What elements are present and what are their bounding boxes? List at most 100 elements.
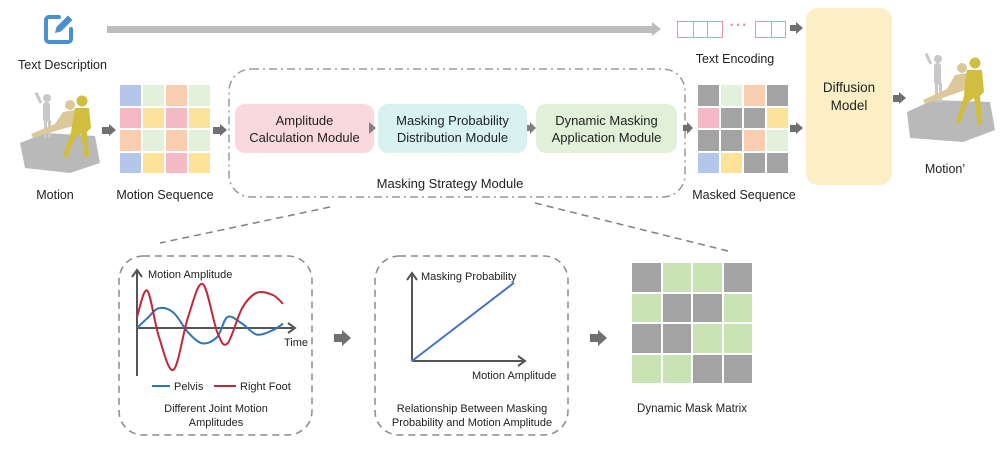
dynamic-mask-matrix-label: Dynamic Mask Matrix bbox=[637, 403, 747, 415]
dynamic-mask-matrix bbox=[632, 263, 752, 383]
zoom-connector-right bbox=[534, 202, 733, 253]
grid-cell bbox=[662, 293, 691, 322]
grid-cell bbox=[767, 85, 788, 106]
output-motion-figure bbox=[907, 53, 995, 142]
arrow-icon bbox=[683, 125, 687, 131]
grid-cell bbox=[120, 130, 141, 151]
arrow-icon bbox=[530, 122, 536, 134]
grid-cell bbox=[189, 130, 210, 151]
grid-cell bbox=[166, 85, 187, 106]
diffusion-line: Diffusion bbox=[822, 79, 876, 95]
motion-figure bbox=[20, 92, 100, 173]
series-line-right-foot bbox=[136, 282, 284, 371]
grid-cell bbox=[723, 293, 752, 322]
arrow-icon bbox=[102, 127, 109, 134]
grid-cell bbox=[143, 85, 164, 106]
legend-label-pelvis: Pelvis bbox=[174, 381, 204, 393]
y-axis-label: Motion Amplitude bbox=[148, 269, 232, 281]
edit-icon bbox=[44, 15, 73, 44]
masking-strategy-container bbox=[228, 68, 686, 198]
arrow-icon bbox=[590, 334, 598, 342]
amplitude-chart-box bbox=[118, 255, 313, 436]
grid-cell bbox=[189, 152, 210, 173]
amplitude-chart-caption: Different Joint Motion Amplitudes bbox=[118, 402, 314, 430]
grid-cell bbox=[189, 85, 210, 106]
grid-cell bbox=[632, 293, 661, 322]
grid-cell bbox=[698, 107, 719, 128]
grid-cell bbox=[143, 107, 164, 128]
text-encoding-label: Text Encoding bbox=[695, 52, 775, 66]
masked-sequence-label: Masked Sequence bbox=[692, 188, 796, 202]
arrow-icon bbox=[893, 95, 899, 102]
grid-cell bbox=[721, 152, 742, 173]
grid-cell bbox=[143, 152, 164, 173]
arrow-icon bbox=[334, 334, 342, 342]
grid-cell bbox=[166, 152, 187, 173]
y-axis-label: Masking Probability bbox=[421, 271, 517, 283]
module-line: Amplitude bbox=[275, 112, 334, 128]
probability-chart-caption: Relationship Between Masking Probability… bbox=[374, 402, 570, 430]
grid-cell bbox=[120, 85, 141, 106]
grid-cell bbox=[662, 324, 691, 353]
grid-cell bbox=[767, 107, 788, 128]
token-ellipsis: ··· bbox=[729, 17, 749, 34]
grid-cell bbox=[120, 152, 141, 173]
grid-cell bbox=[723, 354, 752, 383]
module-line: Application Module bbox=[551, 129, 662, 145]
token-cell bbox=[692, 21, 708, 38]
diffusion-line: Model bbox=[830, 97, 868, 113]
text-description-icon bbox=[42, 12, 76, 46]
text-flow-arrow bbox=[107, 26, 652, 33]
x-axis-label: Time bbox=[284, 337, 308, 349]
grid-cell bbox=[693, 263, 722, 292]
grid-cell bbox=[632, 354, 661, 383]
grid-cell bbox=[166, 107, 187, 128]
grid-cell bbox=[767, 152, 788, 173]
y-axis-arrowhead bbox=[406, 271, 418, 281]
zoom-connector-left bbox=[159, 206, 331, 244]
probability-chart-box bbox=[374, 255, 569, 436]
module-line: Masking Probability bbox=[396, 112, 509, 128]
arrow-icon bbox=[790, 25, 796, 31]
probability-chart: Masking Probability Motion Amplitude bbox=[406, 271, 556, 382]
output-motion-label: Motion’ bbox=[924, 162, 966, 176]
grid-cell bbox=[721, 130, 742, 151]
grid-cell bbox=[120, 107, 141, 128]
token-cell bbox=[707, 21, 723, 38]
arrow-icon bbox=[796, 122, 803, 134]
grid-cell bbox=[698, 85, 719, 106]
masking-strategy-title: Masking Strategy Module bbox=[376, 176, 524, 191]
arrow-icon bbox=[796, 22, 803, 34]
arrow-icon bbox=[342, 330, 351, 346]
caption-line: Amplitudes bbox=[188, 417, 244, 429]
grid-cell bbox=[693, 324, 722, 353]
grid-cell bbox=[662, 354, 691, 383]
grid-cell bbox=[721, 107, 742, 128]
grid-cell bbox=[632, 263, 661, 292]
caption-line: Relationship Between Masking bbox=[396, 403, 548, 415]
motion-sequence-label: Motion Sequence bbox=[116, 188, 214, 202]
caption-line: Probability and Motion Amplitude bbox=[391, 417, 553, 429]
arrow-icon bbox=[598, 330, 607, 346]
grid-cell bbox=[189, 107, 210, 128]
grid-cell bbox=[693, 293, 722, 322]
grid-cell bbox=[723, 324, 752, 353]
legend-label-right-foot: Right Foot bbox=[240, 381, 291, 393]
arrow-icon bbox=[899, 92, 906, 104]
grid-cell bbox=[698, 152, 719, 173]
arrow-icon bbox=[213, 127, 220, 134]
arrow-icon bbox=[687, 122, 693, 134]
caption-line: Different Joint Motion bbox=[164, 403, 268, 415]
arrow-icon bbox=[790, 125, 796, 132]
arrow-icon bbox=[527, 125, 530, 131]
text-description-label: Text Description bbox=[18, 58, 107, 72]
grid-cell bbox=[744, 85, 765, 106]
grid-cell bbox=[693, 354, 722, 383]
grid-cell bbox=[166, 130, 187, 151]
amplitude-chart: Motion Amplitude Time Pelvis Right Foot bbox=[131, 268, 308, 393]
token-cell bbox=[755, 21, 772, 38]
